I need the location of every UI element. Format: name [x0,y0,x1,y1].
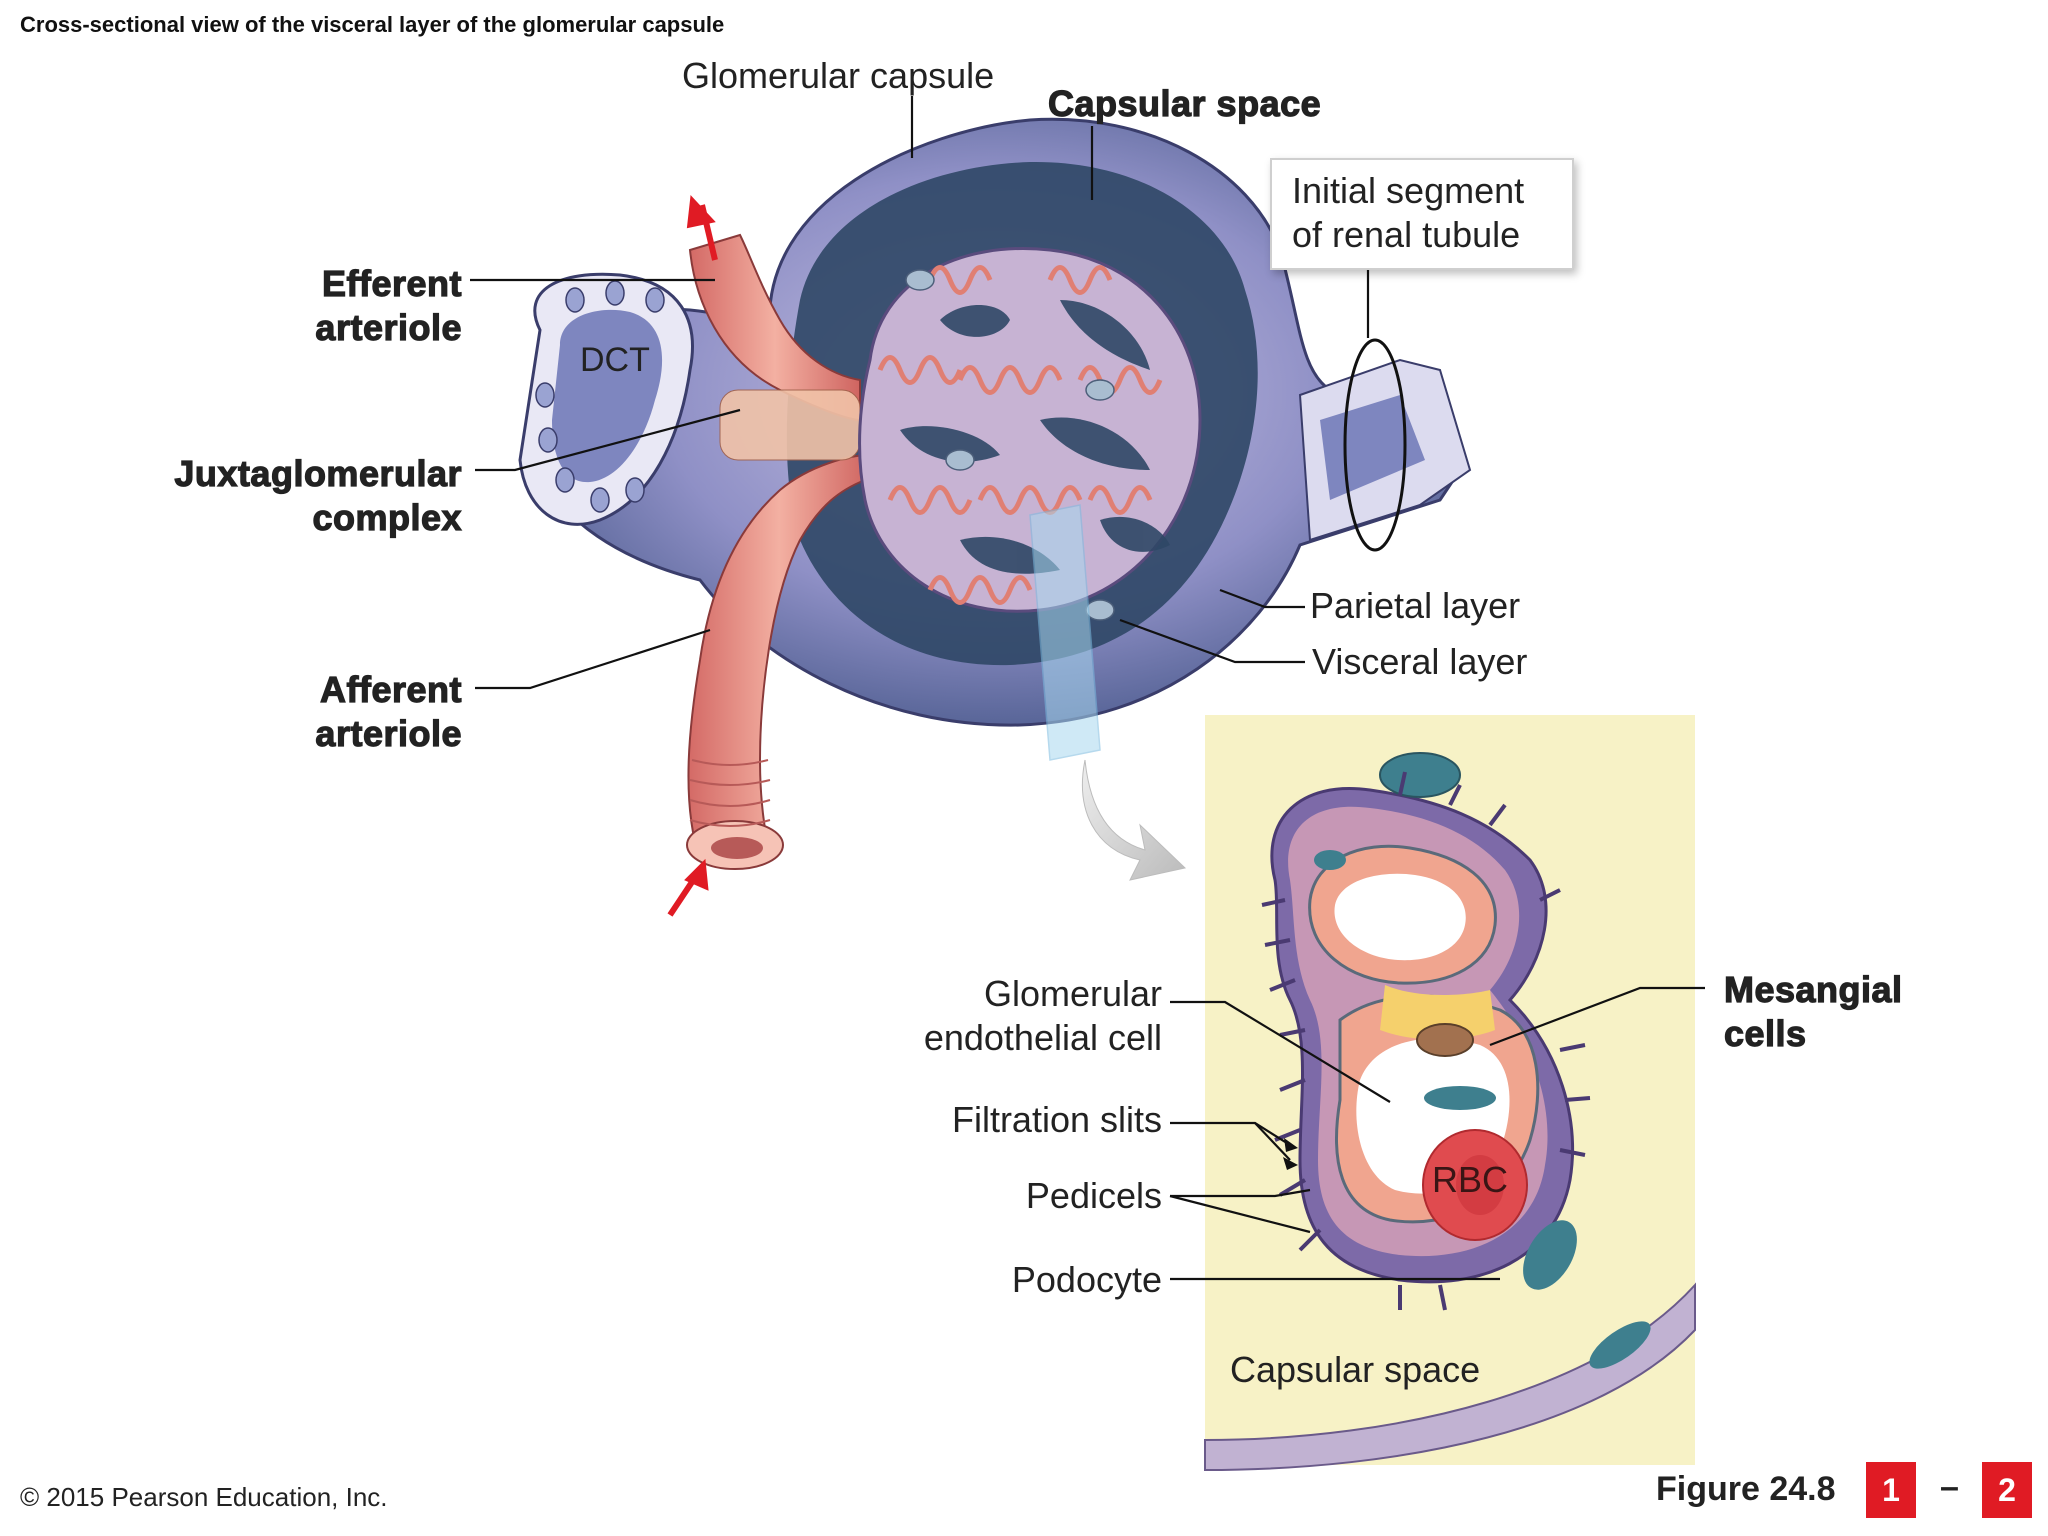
figure-title: Cross-sectional view of the visceral lay… [20,12,725,37]
callout-initial-segment: Initial segment of renal tubule [1270,158,1574,270]
juxtaglomerular-cells [719,389,861,461]
label-efferent-line1: Efferent [321,262,462,304]
label-afferent-line1: Afferent [319,668,462,710]
label-rbc: RBC [1432,1159,1509,1200]
step-separator: – [1940,1468,1959,1506]
zoom-arrow [1081,759,1187,881]
label-mesangial-line1: Mesangial [1723,968,1903,1010]
inset-panel [1204,715,1696,1472]
label-glomerular-endothelial-line1: Glomerular [983,973,1162,1014]
section-plane [1029,504,1101,761]
label-visceral-layer: Visceral layer [1312,641,1528,682]
label-juxtaglomerular-line1: Juxtaglomerular [174,452,462,494]
label-filtration-slits: Filtration slits [951,1099,1162,1140]
label-juxtaglomerular-line2: complex [312,496,462,538]
dct-tubule [518,272,694,526]
step-1-button[interactable]: 1 [1866,1462,1916,1518]
label-glomerular-endothelial-line2: endothelial cell [923,1017,1162,1058]
label-podocyte: Podocyte [1011,1259,1162,1300]
blood-flow-arrows [667,195,718,917]
label-efferent-line2: arteriole [315,306,462,348]
label-afferent-line2: arteriole [315,712,462,754]
leader-lines [470,96,1705,1281]
step-2-button[interactable]: 2 [1982,1462,2032,1518]
copyright-notice: © 2015 Pearson Education, Inc. [20,1482,388,1512]
tubule-highlight-ring [1343,338,1407,552]
label-dct: DCT [580,341,650,379]
label-initial-segment-line2: of renal tubule [1292,214,1521,255]
figure-number: Figure 24.8 [1656,1470,1836,1508]
label-pedicels: Pedicels [1025,1175,1162,1216]
renal-tubule-initial-segment [1298,338,1472,552]
capillary-tuft [858,247,1202,621]
label-parietal-layer: Parietal layer [1310,585,1521,626]
label-glomerular-capsule: Glomerular capsule [682,55,995,96]
label-capsular-space-bottom: Capsular space [1230,1349,1481,1390]
label-mesangial-line2: cells [1723,1012,1807,1054]
label-initial-segment-line1: Initial segment [1292,170,1525,211]
label-capsular-space-top: Capsular space [1047,82,1322,124]
